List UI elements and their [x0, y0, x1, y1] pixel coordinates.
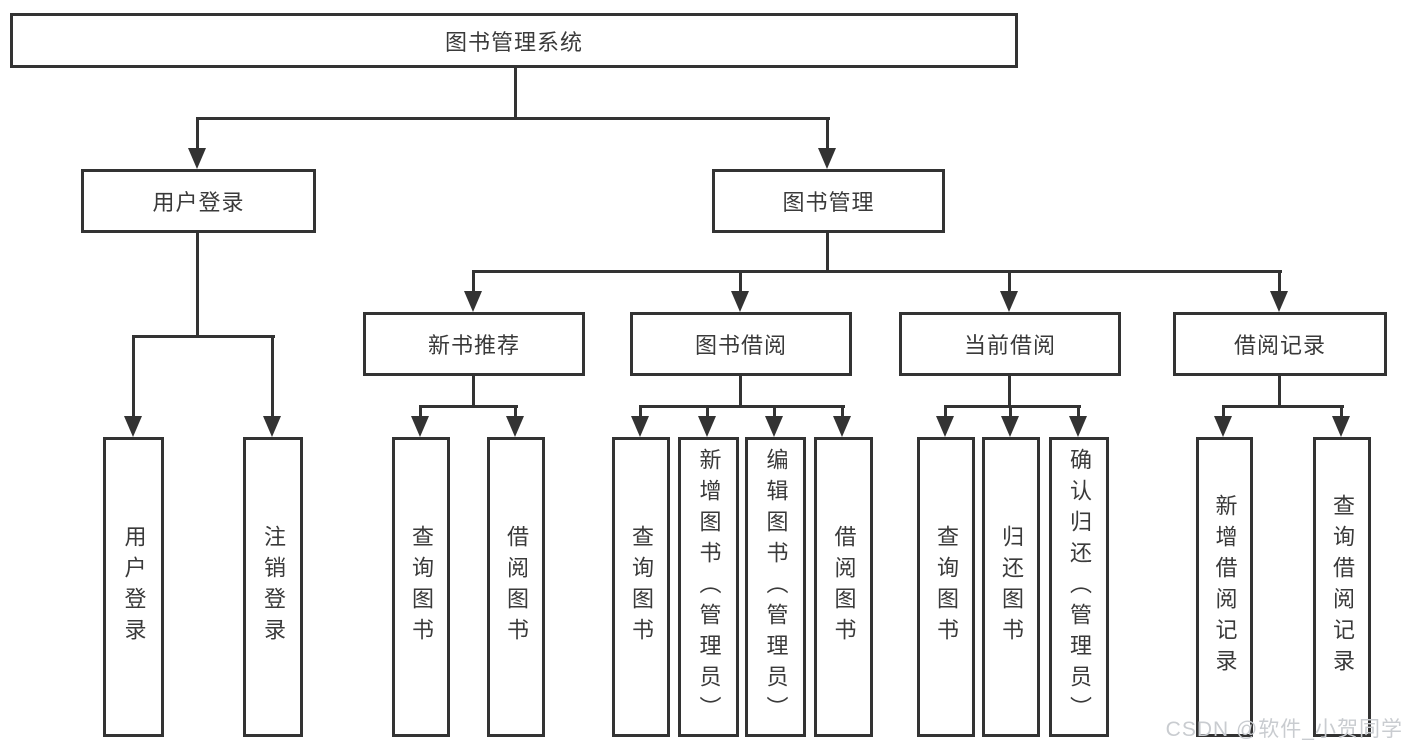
connector-feed-line — [514, 68, 517, 119]
connector-drop-line — [196, 118, 199, 153]
connector-rail-line — [639, 405, 845, 408]
arrow-down-icon — [1332, 416, 1350, 437]
node-library-management-system: 图书管理系统 — [10, 13, 1018, 68]
connector-drop-line — [1340, 406, 1343, 421]
connector-rail-line — [419, 405, 518, 408]
node-leaf-borrow-books-2: 借阅图书 — [814, 437, 873, 737]
arrow-down-icon — [124, 416, 142, 437]
connector-rail-line — [196, 117, 830, 120]
connector-drop-line — [132, 336, 135, 421]
node-leaf-confirm-return-admin: 确认归还（管理员） — [1049, 437, 1109, 737]
connector-rail-line — [472, 270, 1282, 273]
connector-feed-line — [472, 376, 475, 407]
connector-feed-line — [1278, 376, 1281, 407]
arrow-down-icon — [1214, 416, 1232, 437]
node-current-borrowing: 当前借阅 — [899, 312, 1121, 376]
connector-feed-line — [196, 233, 199, 337]
connector-drop-line — [1278, 271, 1281, 296]
arrow-down-icon — [936, 416, 954, 437]
arrow-down-icon — [698, 416, 716, 437]
arrow-down-icon — [731, 291, 749, 312]
connector-drop-line — [1222, 406, 1225, 421]
node-new-book-recommendation: 新书推荐 — [363, 312, 585, 376]
connector-drop-line — [773, 406, 776, 421]
arrow-down-icon — [1001, 416, 1019, 437]
connector-drop-line — [1009, 406, 1012, 421]
connector-drop-line — [1077, 406, 1080, 421]
connector-rail-line — [1222, 405, 1344, 408]
node-leaf-query-books-2: 查询图书 — [612, 437, 670, 737]
node-leaf-add-book-admin: 新增图书（管理员） — [678, 437, 739, 737]
arrow-down-icon — [833, 416, 851, 437]
node-leaf-query-books-1: 查询图书 — [392, 437, 450, 737]
arrow-down-icon — [1069, 416, 1087, 437]
connector-drop-line — [1008, 271, 1011, 296]
node-book-management-module: 图书管理 — [712, 169, 945, 233]
node-leaf-add-borrow-record: 新增借阅记录 — [1196, 437, 1253, 737]
connector-rail-line — [132, 335, 275, 338]
arrow-down-icon — [631, 416, 649, 437]
node-leaf-borrow-books-1: 借阅图书 — [487, 437, 545, 737]
connector-drop-line — [739, 271, 742, 296]
connector-rail-line — [944, 405, 1081, 408]
connector-drop-line — [841, 406, 844, 421]
connector-feed-line — [1008, 376, 1011, 407]
arrow-down-icon — [818, 148, 836, 169]
node-user-login-module: 用户登录 — [81, 169, 316, 233]
connector-drop-line — [706, 406, 709, 421]
node-book-borrowing: 图书借阅 — [630, 312, 852, 376]
node-borrowing-records: 借阅记录 — [1173, 312, 1387, 376]
arrow-down-icon — [506, 416, 524, 437]
arrow-down-icon — [188, 148, 206, 169]
connector-drop-line — [944, 406, 947, 421]
arrow-down-icon — [765, 416, 783, 437]
node-leaf-query-books-3: 查询图书 — [917, 437, 975, 737]
connector-drop-line — [639, 406, 642, 421]
arrow-down-icon — [263, 416, 281, 437]
node-leaf-return-books: 归还图书 — [982, 437, 1040, 737]
connector-drop-line — [826, 118, 829, 153]
arrow-down-icon — [1270, 291, 1288, 312]
arrow-down-icon — [411, 416, 429, 437]
connector-drop-line — [514, 406, 517, 421]
connector-feed-line — [739, 376, 742, 407]
connector-drop-line — [419, 406, 422, 421]
connector-drop-line — [271, 336, 274, 421]
arrow-down-icon — [464, 291, 482, 312]
node-leaf-user-login: 用户登录 — [103, 437, 164, 737]
connector-feed-line — [826, 233, 829, 272]
node-leaf-logout: 注销登录 — [243, 437, 303, 737]
node-leaf-query-borrow-record: 查询借阅记录 — [1313, 437, 1371, 737]
node-leaf-edit-book-admin: 编辑图书（管理员） — [745, 437, 806, 737]
watermark: CSDN @软件_小贺同学 — [1165, 718, 1403, 741]
arrow-down-icon — [1000, 291, 1018, 312]
connector-drop-line — [472, 271, 475, 296]
